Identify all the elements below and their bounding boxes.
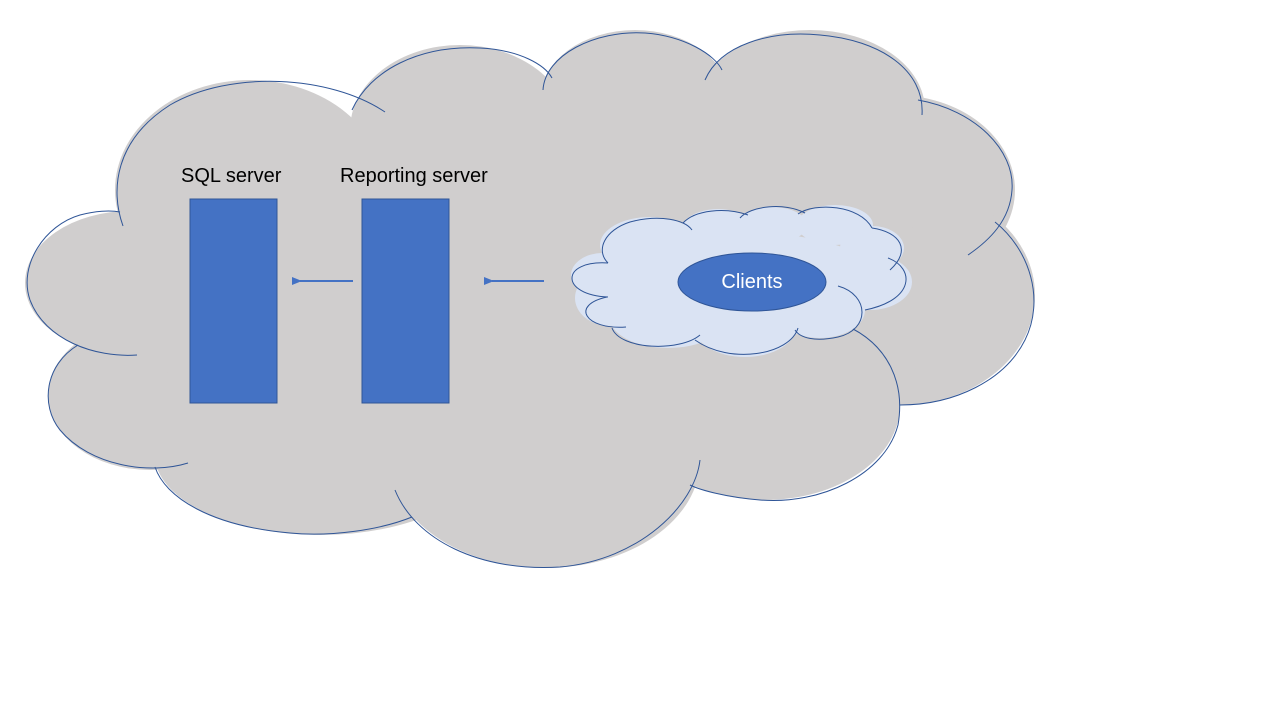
reporting-server-label: Reporting server	[340, 165, 488, 187]
reporting-server-box	[361, 198, 450, 404]
sql-server-label: SQL server	[181, 165, 282, 187]
sql-server-box	[189, 198, 278, 404]
clients-label: Clients	[721, 271, 783, 293]
clients-ellipse	[677, 252, 827, 312]
outer-cloud	[25, 30, 1035, 569]
clients-cloud	[571, 205, 912, 357]
